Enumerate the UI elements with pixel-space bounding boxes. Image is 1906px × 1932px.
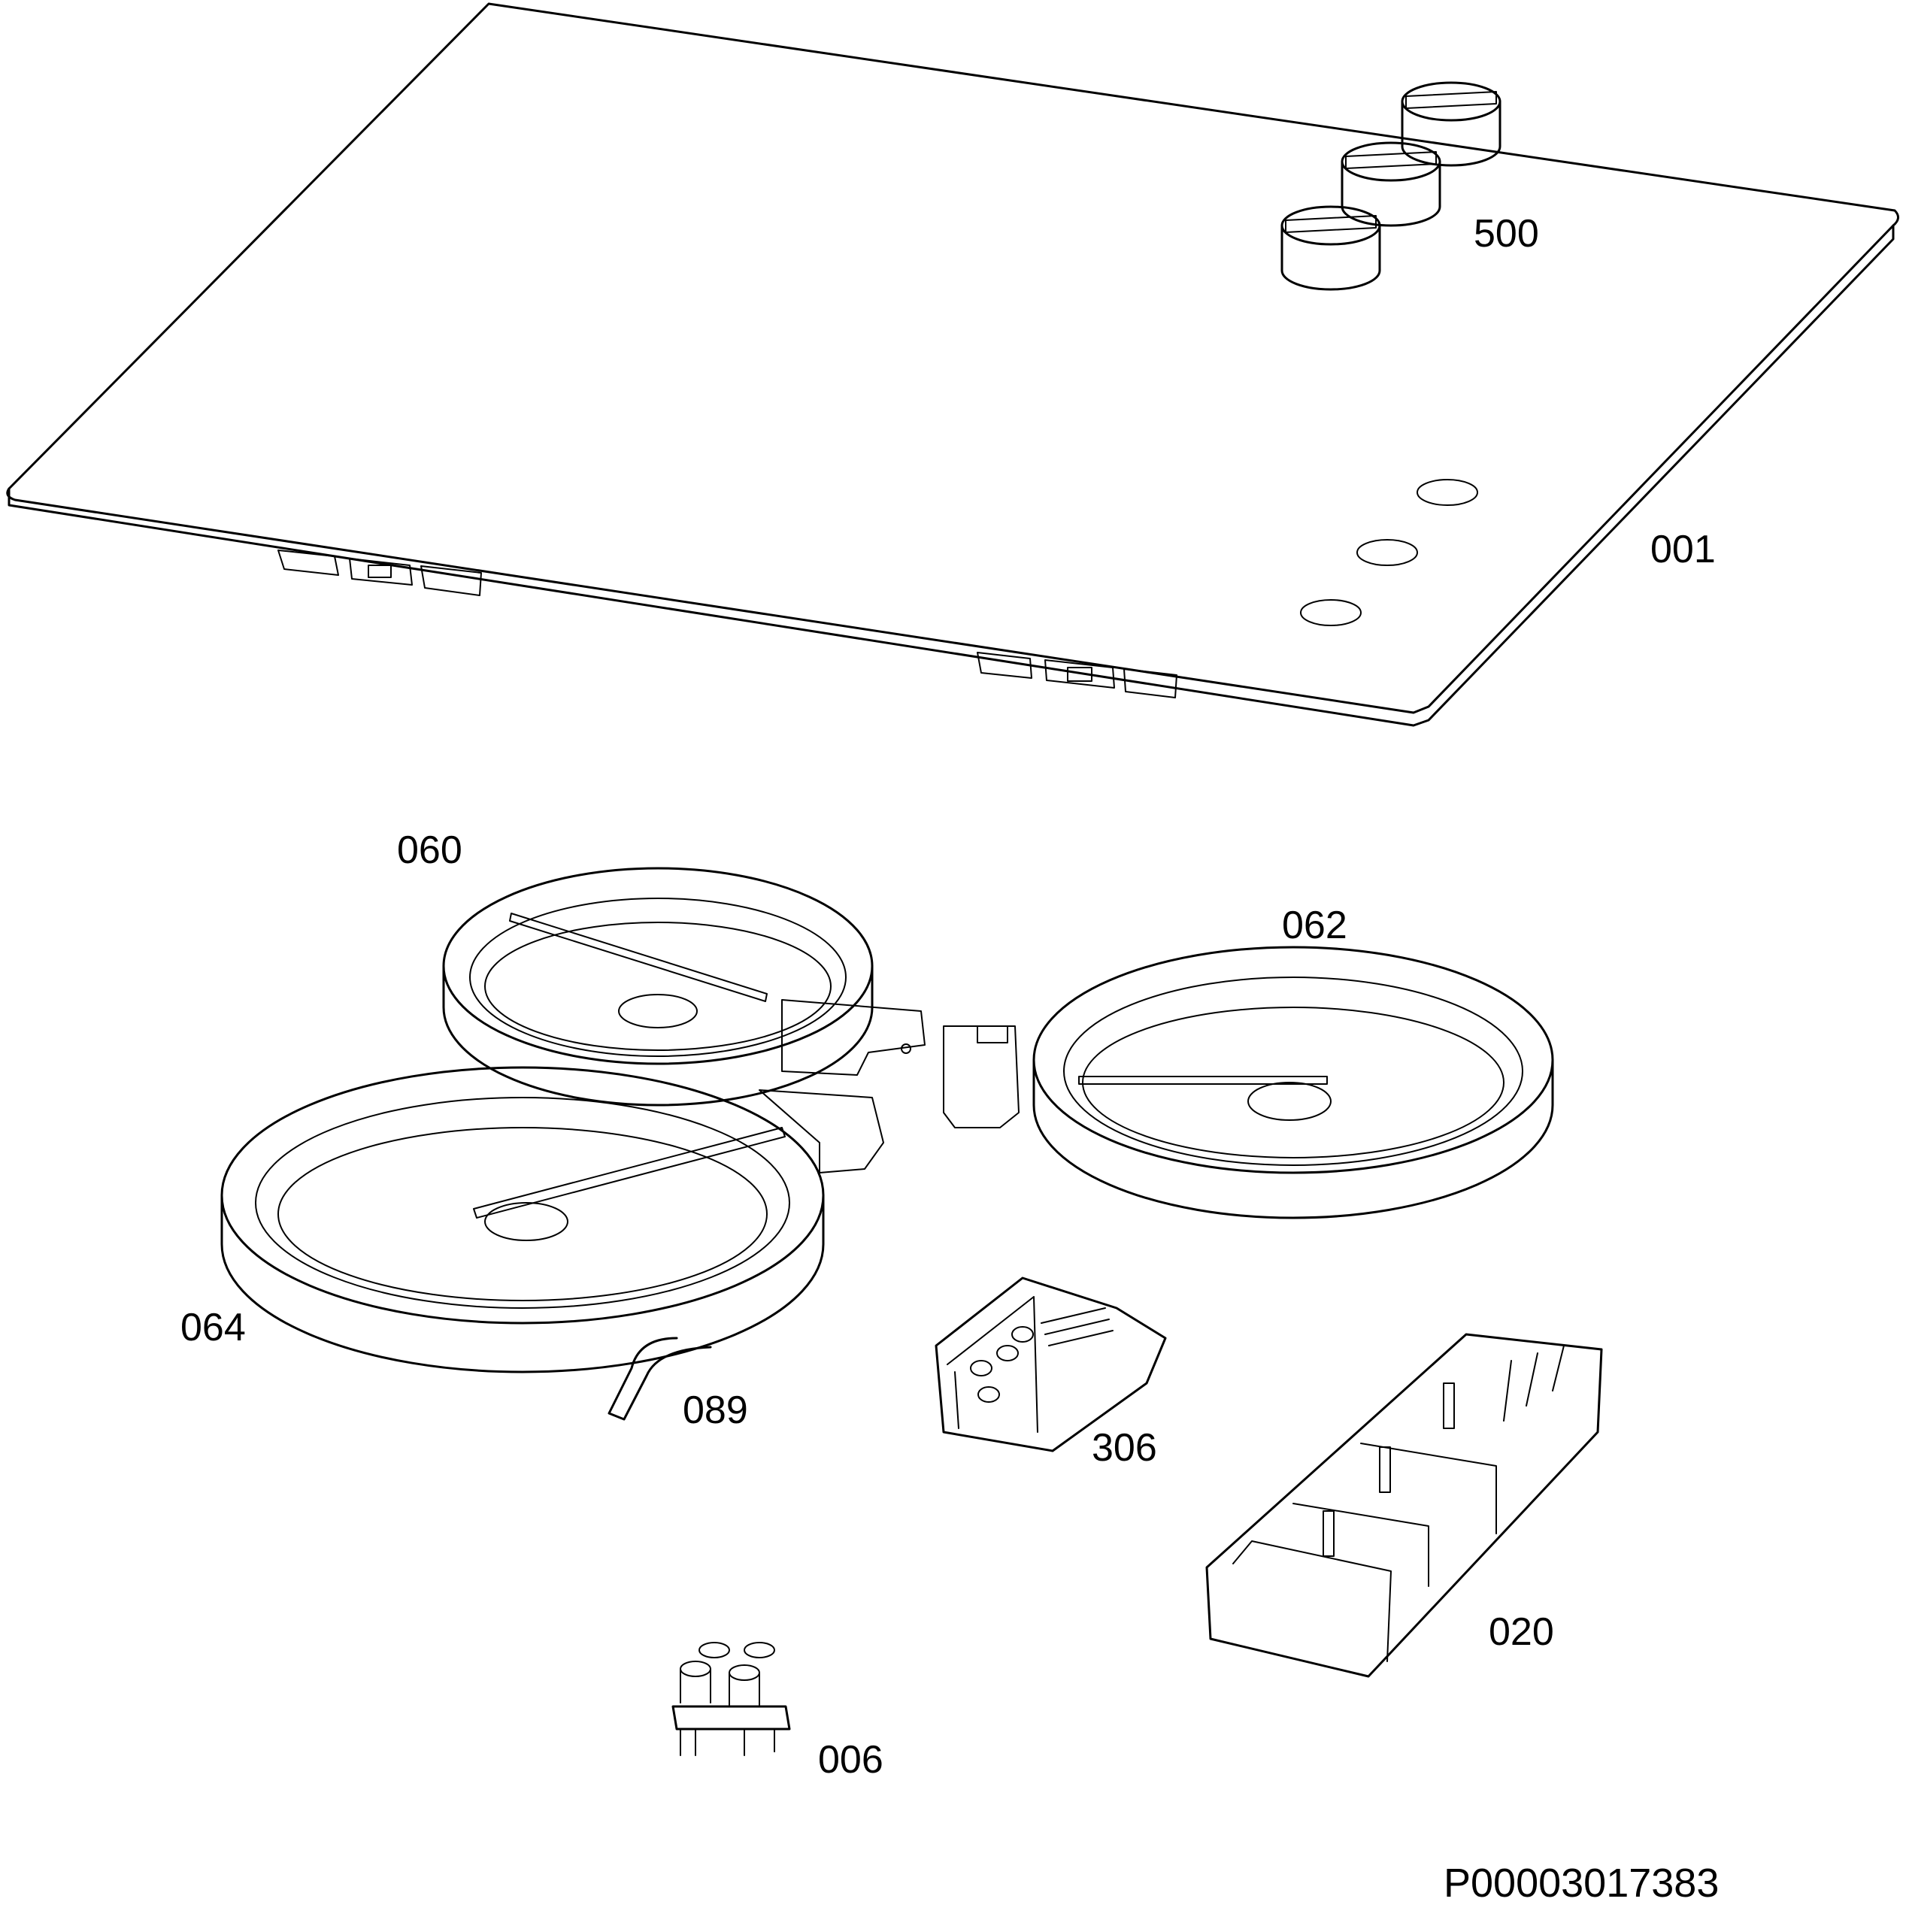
label-020: 020 (1489, 1610, 1554, 1654)
cooking-zone-060 (442, 867, 926, 1107)
cooking-zone-064 (220, 1066, 884, 1373)
label-001: 001 (1650, 528, 1716, 571)
indicator-lamp-006 (671, 1642, 791, 1756)
label-500: 500 (1474, 212, 1539, 256)
label-006: 006 (818, 1738, 883, 1782)
label-089: 089 (683, 1388, 748, 1432)
control-knobs (1280, 81, 1501, 291)
label-064: 064 (180, 1306, 246, 1349)
cooking-zone-062 (943, 946, 1554, 1219)
label-306: 306 (1092, 1426, 1157, 1470)
drawing-number: P00003017383 (1444, 1861, 1720, 1906)
label-062: 062 (1282, 904, 1347, 947)
label-060: 060 (397, 828, 462, 872)
terminal-block-306 (935, 1276, 1167, 1452)
switch-bank-020 (1205, 1333, 1603, 1678)
glass-top-plate (6, 2, 1899, 727)
connector-cable-089 (608, 1337, 712, 1421)
